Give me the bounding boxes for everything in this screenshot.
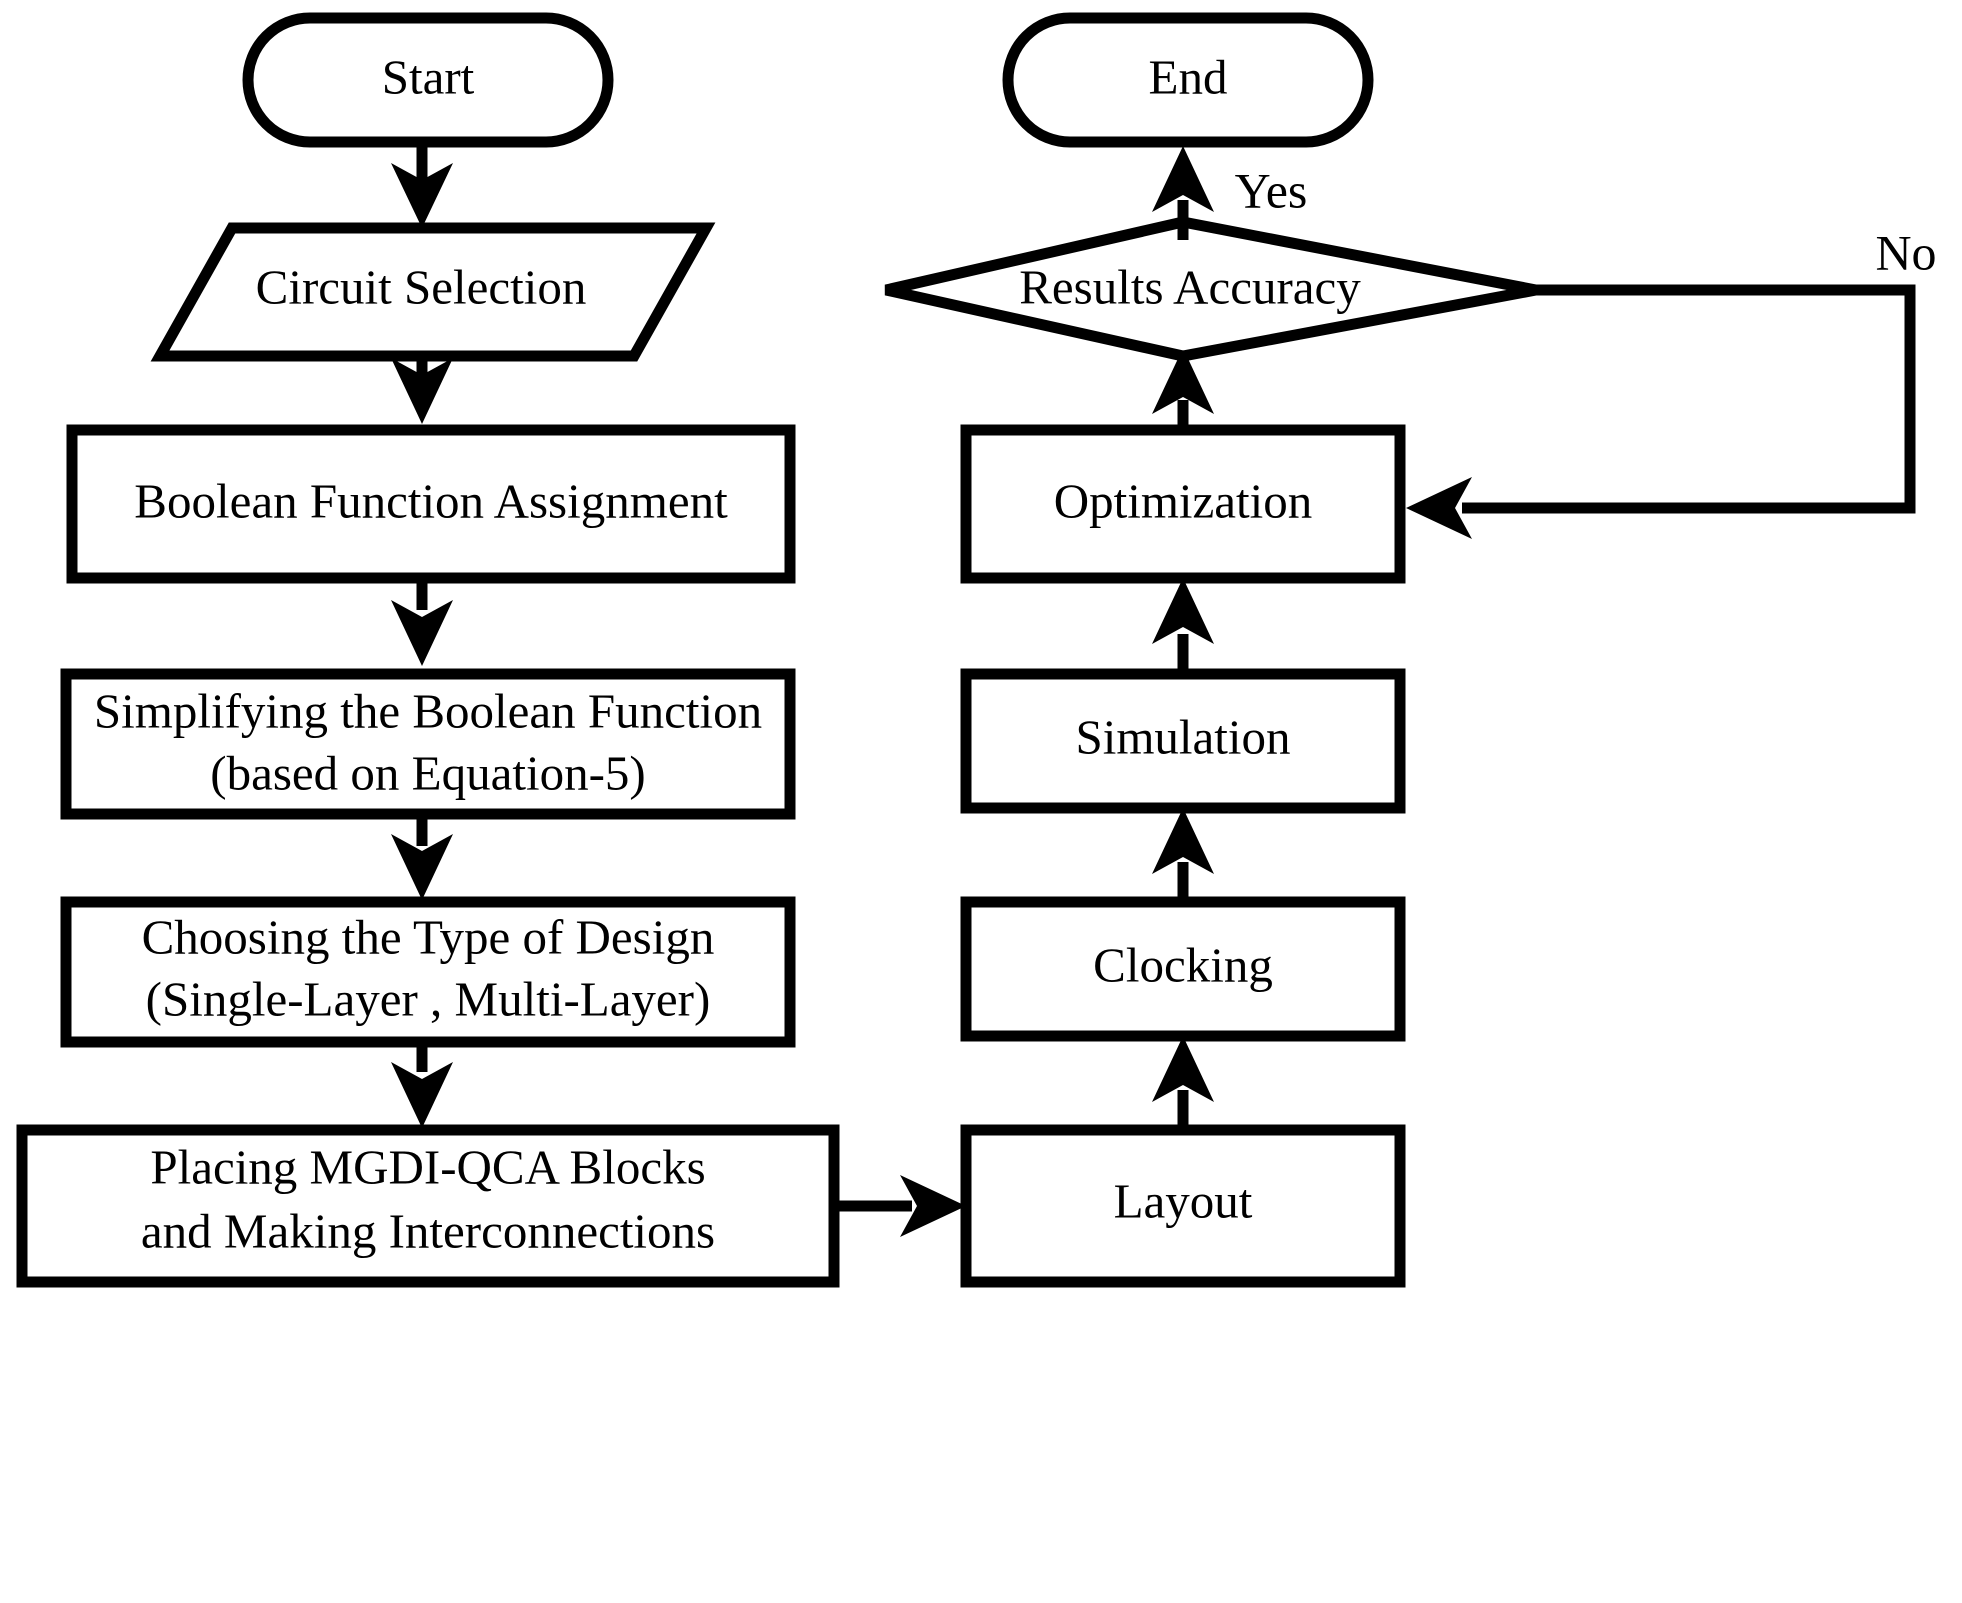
arrowhead-left-icon xyxy=(1406,477,1472,539)
arrowhead-down-icon xyxy=(391,163,453,228)
edge-simplifying-to-choosing xyxy=(391,814,453,900)
node-start-label: Start xyxy=(382,49,475,104)
results-accuracy-shape xyxy=(884,216,1538,362)
arrowhead-up-icon xyxy=(1152,146,1214,212)
node-simplifying-boolean-function[interactable]: Simplifying the Boolean Function (based … xyxy=(60,668,796,820)
node-optimization[interactable]: Optimization xyxy=(960,424,1406,584)
arrowhead-up-icon xyxy=(1152,808,1214,874)
node-end-label: End xyxy=(1149,49,1228,104)
node-choosing-label-line2: (Single-Layer , Multi-Layer) xyxy=(146,971,711,1026)
arrowhead-down-icon xyxy=(391,1062,453,1128)
edge-simulation-to-optimization xyxy=(1152,578,1214,674)
edge-boolean-to-simplifying xyxy=(391,578,453,666)
node-results-accuracy-label: Results Accuracy xyxy=(1019,259,1361,314)
end-shape xyxy=(1002,12,1374,148)
arrowhead-down-icon xyxy=(391,600,453,666)
circuit-selection-shape xyxy=(150,222,716,362)
node-end[interactable]: End xyxy=(1002,12,1374,148)
node-choosing-label-line1: Choosing the Type of Design xyxy=(142,909,715,964)
node-circuit-selection-label: Circuit Selection xyxy=(256,259,587,314)
edge-label-no: No xyxy=(1875,224,1936,280)
node-clocking-label: Clocking xyxy=(1093,937,1273,992)
edge-placing-to-layout xyxy=(834,1175,966,1237)
node-choosing-type-of-design[interactable]: Choosing the Type of Design (Single-Laye… xyxy=(60,896,796,1048)
node-placing-label-line2: and Making Interconnections xyxy=(141,1203,715,1258)
arrowhead-right-icon xyxy=(900,1175,966,1237)
edge-circuit-selection-to-boolean xyxy=(391,356,453,424)
arrowhead-up-icon xyxy=(1152,1036,1214,1102)
node-simplifying-label-line1: Simplifying the Boolean Function xyxy=(94,683,762,738)
simplifying-boolean-function-shape xyxy=(60,668,796,820)
node-circuit-selection[interactable]: Circuit Selection xyxy=(150,222,716,362)
node-simulation-label: Simulation xyxy=(1075,709,1290,764)
node-layout[interactable]: Layout xyxy=(960,1124,1406,1288)
node-layout-label: Layout xyxy=(1114,1173,1253,1228)
edge-optimization-to-results-accuracy xyxy=(1152,348,1214,430)
arrowhead-down-icon xyxy=(391,834,453,900)
boolean-function-assignment-shape xyxy=(66,424,796,584)
choosing-type-of-design-shape xyxy=(60,896,796,1048)
node-clocking[interactable]: Clocking xyxy=(960,896,1406,1042)
edge-start-to-circuit-selection xyxy=(391,142,453,228)
node-placing-label-line1: Placing MGDI-QCA Blocks xyxy=(150,1139,705,1194)
node-placing-mgdi-qca-blocks[interactable]: Placing MGDI-QCA Blocks and Making Inter… xyxy=(16,1124,840,1288)
arrowhead-up-icon xyxy=(1152,578,1214,644)
arrowhead-up-icon xyxy=(1152,348,1214,414)
node-optimization-label: Optimization xyxy=(1054,473,1313,528)
optimization-shape xyxy=(960,424,1406,584)
node-simplifying-label-line2: (based on Equation-5) xyxy=(210,745,645,800)
edge-clocking-to-simulation xyxy=(1152,808,1214,902)
node-boolean-function-assignment[interactable]: Boolean Function Assignment xyxy=(66,424,796,584)
edge-results-accuracy-to-end-yes: Yes xyxy=(1152,146,1307,240)
node-results-accuracy[interactable]: Results Accuracy xyxy=(884,216,1538,362)
node-start[interactable]: Start xyxy=(242,12,614,148)
arrowhead-down-icon xyxy=(391,358,453,424)
start-shape xyxy=(242,12,614,148)
edge-results-accuracy-to-optimization-no: No xyxy=(1406,224,1937,539)
simulation-shape xyxy=(960,668,1406,814)
edge-layout-to-clocking xyxy=(1152,1036,1214,1130)
placing-mgdi-qca-blocks-shape xyxy=(16,1124,840,1288)
node-boolean-function-assignment-label: Boolean Function Assignment xyxy=(134,473,728,528)
edge-choosing-to-placing xyxy=(391,1042,453,1128)
edge-label-yes: Yes xyxy=(1235,162,1308,218)
node-simulation[interactable]: Simulation xyxy=(960,668,1406,814)
